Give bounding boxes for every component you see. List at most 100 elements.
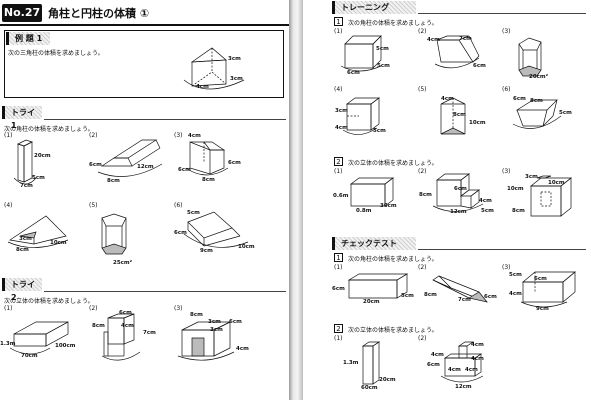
dim-label: 6cm bbox=[454, 186, 467, 192]
cuboid-figure bbox=[347, 273, 409, 299]
dim-label: 4cm bbox=[188, 133, 201, 139]
dim-label: 6cm bbox=[427, 362, 440, 368]
problem-number: (2) bbox=[418, 28, 427, 35]
dim-label: 8cm bbox=[424, 292, 437, 298]
dim-label: 8cm bbox=[16, 247, 29, 253]
cuboid-figure bbox=[349, 177, 395, 207]
dim-label: 8cm bbox=[419, 192, 432, 198]
dim-label: 6cm bbox=[332, 286, 345, 292]
problem-number: (2) bbox=[418, 168, 427, 175]
problem-number: (1) bbox=[4, 305, 13, 312]
section-rule bbox=[418, 249, 586, 250]
trapezoid-prism-figure bbox=[512, 99, 562, 129]
hollow-cube-figure bbox=[530, 175, 572, 217]
group-number: 2 bbox=[334, 324, 343, 333]
problem-number: (2) bbox=[418, 264, 427, 271]
dim-label: 7cm bbox=[20, 183, 33, 189]
dim-label: 10cm bbox=[469, 120, 486, 126]
page-title: 角柱と円柱の体積 ① bbox=[48, 7, 150, 20]
parallelogram-prism-figure bbox=[520, 271, 576, 308]
step-block-figure bbox=[432, 173, 484, 212]
problem-number: (2) bbox=[418, 335, 427, 342]
try1-instruction: 次の角柱の体積を求めましょう。 bbox=[4, 126, 94, 133]
dim-label: 3cm bbox=[208, 319, 221, 325]
dim-label: 4cm bbox=[335, 125, 348, 131]
dim-label: 6cm bbox=[347, 70, 360, 76]
triangle-prism-figure bbox=[440, 97, 466, 135]
dim-label: 4cm bbox=[448, 367, 461, 373]
try1-heading: トライ 1 bbox=[2, 106, 42, 130]
dim-label: 6cm bbox=[178, 167, 191, 173]
example-box bbox=[4, 30, 284, 98]
section-rule bbox=[418, 13, 586, 14]
dim-label: 12cm bbox=[450, 209, 467, 215]
problem-number: (6) bbox=[174, 202, 183, 209]
dim-label: 4cm bbox=[196, 84, 209, 90]
dim-label: 10cm bbox=[50, 240, 67, 246]
dim-label: 8cm bbox=[202, 177, 215, 183]
dim-label: 3cm bbox=[525, 174, 538, 180]
dim-label: 4cm bbox=[509, 291, 522, 297]
dim-label: 1.3m bbox=[343, 360, 359, 366]
dim-label: 5cm bbox=[481, 208, 494, 214]
dim-label: 4cm bbox=[431, 352, 444, 358]
problem-number: (1) bbox=[334, 335, 343, 342]
dim-label: 12cm bbox=[455, 384, 472, 390]
dim-label: 7cm bbox=[458, 297, 471, 303]
problem-number: (3) bbox=[174, 305, 183, 312]
stepped-cross-figure bbox=[440, 341, 484, 383]
dim-label: 5cm bbox=[377, 63, 390, 69]
flat-triangle-prism-figure bbox=[7, 215, 69, 248]
dim-label: 60cm bbox=[361, 385, 378, 391]
dim-label: 3cm bbox=[335, 108, 348, 114]
example-heading: 例 題 1 bbox=[6, 32, 50, 45]
dim-label: 10cm bbox=[548, 180, 565, 186]
training-group2-instruction: 次の立体の体積を求めましょう。 bbox=[348, 160, 438, 167]
dim-label: 8cm bbox=[190, 312, 203, 318]
dim-label: 5cm bbox=[401, 293, 414, 299]
dim-label: 5cm bbox=[559, 110, 572, 116]
problem-number: (1) bbox=[334, 168, 343, 175]
dim-label: 6cm bbox=[473, 63, 486, 69]
title-rule bbox=[0, 24, 289, 26]
triangular-prism-figure bbox=[183, 47, 245, 90]
dim-label: 0.6m bbox=[333, 193, 349, 199]
problem-number: (4) bbox=[334, 86, 343, 93]
dim-label: 8cm bbox=[530, 98, 543, 104]
problem-number: (1) bbox=[4, 132, 13, 139]
training-heading: トレーニング bbox=[332, 1, 416, 14]
problem-number: (4) bbox=[4, 202, 13, 209]
try2-heading: トライ 2 bbox=[2, 278, 42, 302]
dim-label: 7cm bbox=[143, 330, 156, 336]
problem-number: (6) bbox=[502, 86, 511, 93]
notched-block-figure bbox=[177, 321, 235, 361]
dim-label: 12cm bbox=[137, 164, 154, 170]
problem-number: (3) bbox=[174, 132, 183, 139]
dim-label: 4cm bbox=[465, 367, 478, 373]
problem-number: (5) bbox=[418, 86, 427, 93]
dim-label: 100cm bbox=[55, 343, 76, 349]
dim-label: 5cm bbox=[187, 210, 200, 216]
check-heading: チェックテスト bbox=[332, 237, 416, 250]
stepped-block-figure bbox=[101, 313, 141, 361]
dim-label: 3cm bbox=[19, 236, 32, 242]
dim-label: 7cm bbox=[459, 36, 472, 42]
dim-label: 9cm bbox=[536, 306, 549, 312]
dim-label: 4cm bbox=[236, 346, 249, 352]
dim-label: 10cm bbox=[507, 186, 524, 192]
group-number: 2 bbox=[334, 157, 343, 166]
problem-number: (3) bbox=[502, 28, 511, 35]
dim-label: 4cm bbox=[121, 323, 134, 329]
dim-label: 9cm bbox=[200, 248, 213, 254]
dim-label: 0.8m bbox=[356, 208, 372, 214]
dim-label: 5cm bbox=[32, 175, 45, 181]
problem-number: (2) bbox=[89, 132, 98, 139]
cuboid-figure bbox=[9, 321, 69, 355]
dim-label: 6cm bbox=[534, 276, 547, 282]
dim-label: 20cm bbox=[379, 377, 396, 383]
dim-label: 30cm bbox=[380, 203, 397, 209]
try2-instruction: 次の立体の体積を求めましょう。 bbox=[4, 298, 94, 305]
dim-label: 6cm bbox=[484, 294, 497, 300]
right-page: トレーニング 1 次の角柱の体積を求めましょう。 (1) 5cm 5cm 6cm… bbox=[303, 0, 591, 400]
unit-number-badge: No.27 bbox=[2, 4, 42, 22]
